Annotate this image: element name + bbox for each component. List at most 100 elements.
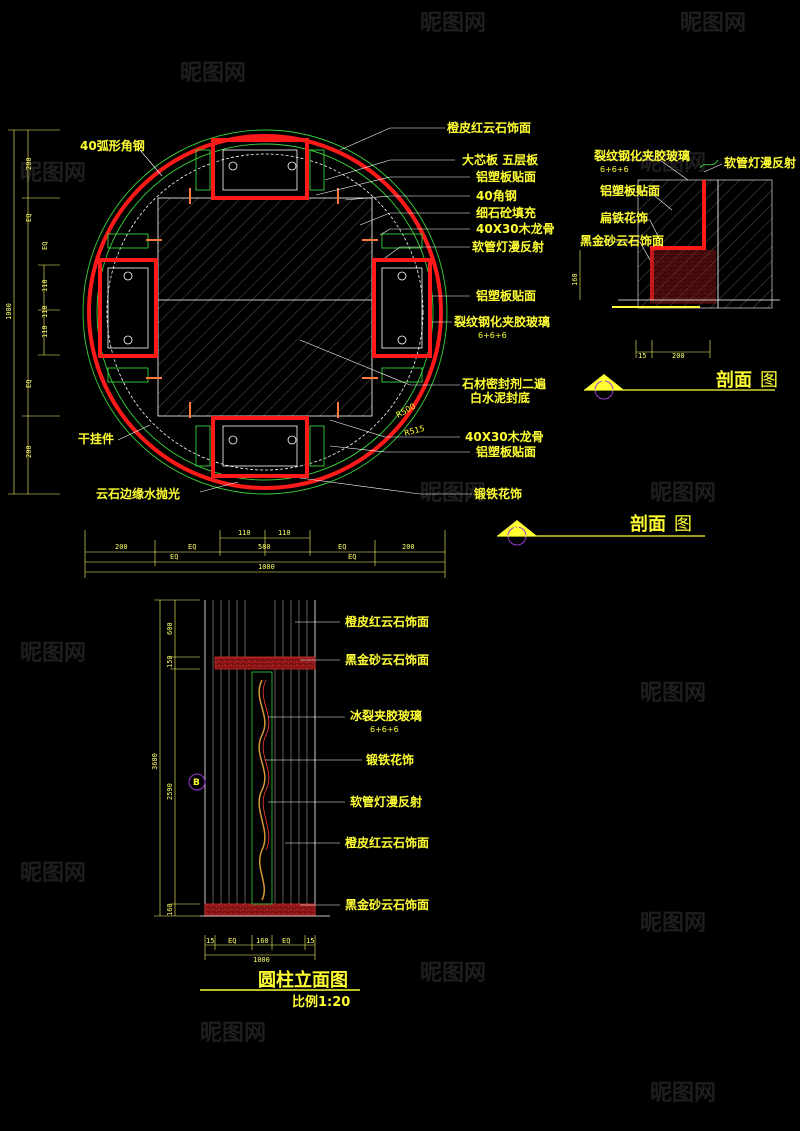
elevation-glass-panel — [251, 671, 273, 905]
watermark: 昵图网 — [650, 1081, 716, 1106]
watermark: 昵图网 — [650, 481, 716, 506]
dim-bottom-total: 1000 — [258, 563, 275, 571]
dim-left-1: EQ — [25, 214, 33, 222]
label-stone-edge: 云石边缘水抛光 — [96, 486, 180, 501]
watermark: 昵图网 — [420, 961, 486, 986]
dim-left-6: 1000 — [5, 303, 13, 320]
dim-bottom-r1-1: 110 — [278, 529, 291, 537]
dim-left-extra-1: 110 — [41, 305, 49, 318]
plan-left-dimensions: 200 EQ 110 110 EQ 200 1000 EQ 110 — [5, 129, 60, 495]
inner-circle — [96, 143, 434, 481]
elevation-bottom-dims: 15 EQ 160 EQ 15 1000 — [204, 935, 316, 964]
elev-dim-150: 150 — [166, 655, 174, 668]
label-sealant-2: 白水泥封底 — [470, 390, 530, 405]
label-crackle-glass-spec: 6+6+6 — [478, 331, 507, 340]
watermark: 昵图网 — [640, 911, 706, 936]
elev-dim-bottom-2: 160 — [256, 937, 269, 945]
elevation-scale: 比例1:20 — [292, 994, 350, 1010]
elev-label-orange-stone-1: 橙皮红云石饰面 — [345, 614, 429, 629]
section-a-dim-160: 160 — [571, 273, 579, 286]
label-aluminum-panel-1: 铝塑板贴面 — [476, 169, 536, 184]
column-elevation: 橙皮红云石饰面 黑金砂云石饰面 冰裂夹胶玻璃 6+6+6 锻铁花饰 软管灯漫反射… — [151, 599, 429, 1010]
elev-dim-160: 160 — [166, 903, 174, 916]
section-a-label-flat-iron: 扁铁花饰 — [600, 210, 648, 225]
elev-dim-bottom-3: EQ — [282, 937, 290, 945]
section-b-mark: B 剖面 图 — [497, 513, 705, 546]
elevation-stone-lines — [212, 600, 308, 910]
bolts — [146, 188, 378, 418]
bottom-stone-box — [211, 416, 309, 478]
label-wood-keel-2: 40X30木龙骨 — [465, 429, 544, 444]
right-stone-box — [372, 258, 432, 358]
stone-ring — [87, 134, 443, 490]
label-wrought-iron: 锻铁花饰 — [474, 486, 522, 501]
wood-keels — [107, 149, 423, 467]
dim-left-extra-0: EQ — [41, 242, 49, 250]
watermark-group: 昵图网 昵图网 昵图网 昵图网 昵图网 昵图网 昵图网 昵图网 昵图网 昵图网 … — [20, 11, 746, 1106]
dim-left-2: 110 — [41, 279, 49, 292]
watermark: 昵图网 — [680, 11, 746, 36]
elevation-wrought-iron — [258, 679, 266, 901]
elev-label-wrought-iron: 锻铁花饰 — [366, 752, 414, 767]
top-box-inner — [222, 149, 298, 191]
right-box-inner — [381, 267, 423, 349]
elev-label-ice-glass: 冰裂夹胶玻璃 — [350, 708, 422, 723]
elevation-title: 圆柱立面图 — [258, 969, 348, 991]
column-plan-view: 40弧形角钢 橙皮红云石饰面 大芯板 五层板 铝塑板贴面 40角钢 细石砼填充 … — [5, 120, 555, 578]
dim-bottom-r2-4: 200 — [402, 543, 415, 551]
elev-label-black-stone-1: 黑金砂云石饰面 — [345, 652, 429, 667]
watermark: 昵图网 — [20, 641, 86, 666]
elev-dim-2590: 2590 — [166, 783, 174, 800]
frame-circle — [106, 153, 424, 471]
section-a-label-aluminum: 铝塑板贴面 — [600, 183, 660, 198]
section-a-label-glass-spec: 6+6+6 — [600, 165, 629, 174]
watermark: 昵图网 — [20, 861, 86, 886]
plan-bottom-dimensions: 110 110 200 EQ 580 EQ 200 EQ EQ 1000 — [84, 529, 446, 578]
elev-label-hose-light: 软管灯漫反射 — [350, 794, 422, 809]
section-a-dim-15: 15 — [638, 352, 646, 360]
label-wood-keel-1: 40X30木龙骨 — [476, 221, 555, 236]
watermark: 昵图网 — [20, 161, 86, 186]
section-b-title: 剖面 — [630, 513, 666, 535]
bottom-box-inner — [222, 425, 298, 467]
section-a-detail: 裂纹钢化夹胶玻璃 6+6+6 铝塑板贴面 扁铁花饰 黑金砂云石饰面 软管灯漫反射… — [571, 148, 796, 400]
label-sealant-1: 石材密封剂二遍 — [461, 376, 547, 391]
section-a-dim-200: 200 — [672, 352, 685, 360]
core-square — [157, 197, 373, 417]
section-a-label-glass: 裂纹钢化夹胶玻璃 — [593, 148, 690, 163]
elev-dim-3600: 3600 — [151, 753, 159, 770]
top-stone-box — [211, 138, 309, 200]
dim-bottom-r3-0: EQ — [170, 553, 178, 561]
label-aluminum-panel-3: 铝塑板贴面 — [476, 444, 536, 459]
dim-bottom-r3-1: EQ — [348, 553, 356, 561]
elev-dim-600: 600 — [166, 622, 174, 635]
dim-bottom-r2-2: 580 — [258, 543, 271, 551]
watermark: 昵图网 — [200, 1021, 266, 1046]
section-a-tag: A — [600, 379, 607, 389]
elev-dim-bottom-4: 15 — [306, 937, 314, 945]
watermark: 昵图网 — [420, 11, 486, 36]
dim-left-3: 110 — [41, 325, 49, 338]
left-box-inner — [107, 267, 149, 349]
section-a-label-hose-light: 软管灯漫反射 — [724, 155, 796, 170]
elev-label-black-stone-2: 黑金砂云石饰面 — [345, 897, 429, 912]
section-b-title-tail: 图 — [674, 514, 692, 535]
watermark: 昵图网 — [640, 681, 706, 706]
dim-left-5: 200 — [25, 445, 33, 458]
section-a-label-black-stone: 黑金砂云石饰面 — [580, 233, 664, 248]
label-core-board: 大芯板 五层板 — [462, 152, 539, 167]
watermark: 昵图网 — [180, 61, 246, 86]
dim-bottom-r2-1: EQ — [188, 543, 196, 551]
dim-bottom-r2-3: EQ — [338, 543, 346, 551]
elevation-black-stone-band-bottom — [204, 903, 316, 917]
left-stone-box — [98, 258, 158, 358]
label-fine-concrete: 细石砼填充 — [476, 205, 536, 220]
elev-label-orange-stone-2: 橙皮红云石饰面 — [345, 835, 429, 850]
dim-bottom-r1-0: 110 — [238, 529, 251, 537]
elev-dim-bottom-0: 15 — [206, 937, 214, 945]
elev-dim-bottom-1: EQ — [228, 937, 236, 945]
label-angle-steel-40: 40角钢 — [476, 188, 517, 203]
label-arc-angle-steel: 40弧形角钢 — [80, 138, 145, 153]
section-b-tag: B — [513, 525, 520, 535]
